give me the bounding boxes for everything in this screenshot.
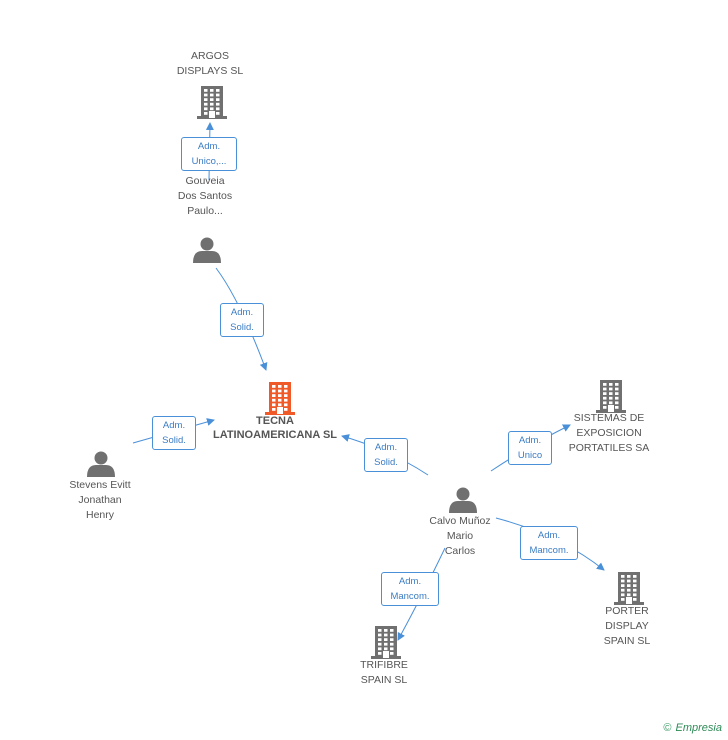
- node-label-tecna[interactable]: TECNA LATINOAMERICANA SL: [212, 415, 338, 441]
- person-icon-calvo[interactable]: [449, 487, 477, 514]
- node-label-trifibre[interactable]: TRIFIBRE SPAIN SL: [360, 659, 408, 686]
- role-badge-stevens-tecna[interactable]: Adm. Solid.: [152, 416, 196, 450]
- node-label-porter[interactable]: PORTER DISPLAY SPAIN SL: [603, 605, 651, 647]
- role-badge-calvo-trifibre[interactable]: Adm. Mancom.: [381, 572, 439, 606]
- role-badge-gouveia-tecna[interactable]: Adm. Solid.: [220, 303, 264, 337]
- building-icon-sistemas[interactable]: [596, 380, 626, 413]
- role-badge-calvo-porter[interactable]: Adm. Mancom.: [520, 526, 578, 560]
- building-icon-argos[interactable]: [197, 86, 227, 119]
- person-icon-gouveia[interactable]: [193, 237, 221, 264]
- building-icon-tecna[interactable]: [265, 382, 295, 415]
- node-label-gouveia[interactable]: Gouveia Dos Santos Paulo...: [177, 175, 233, 217]
- role-badge-calvo-tecna[interactable]: Adm. Solid.: [364, 438, 408, 472]
- brand-logo[interactable]: ©Empresia: [663, 722, 722, 734]
- building-icon-trifibre[interactable]: [371, 626, 401, 659]
- node-label-stevens[interactable]: Stevens Evitt Jonathan Henry: [69, 479, 131, 521]
- person-icon-stevens[interactable]: [87, 451, 115, 478]
- copyright-icon: ©: [663, 722, 672, 734]
- node-label-argos[interactable]: ARGOS DISPLAYS SL: [176, 50, 244, 77]
- node-label-sistemas[interactable]: SISTEMAS DE EXPOSICION PORTATILES SA: [568, 412, 650, 454]
- icons-layer: [87, 86, 644, 659]
- role-badge-calvo-sistemas[interactable]: Adm. Unico: [508, 431, 552, 465]
- building-icon-porter[interactable]: [614, 572, 644, 605]
- brand-name: Empresia: [675, 722, 722, 734]
- node-label-calvo[interactable]: Calvo Muñoz Mario Carlos: [429, 515, 491, 557]
- role-badge-gouveia-argos[interactable]: Adm. Unico,...: [181, 137, 237, 171]
